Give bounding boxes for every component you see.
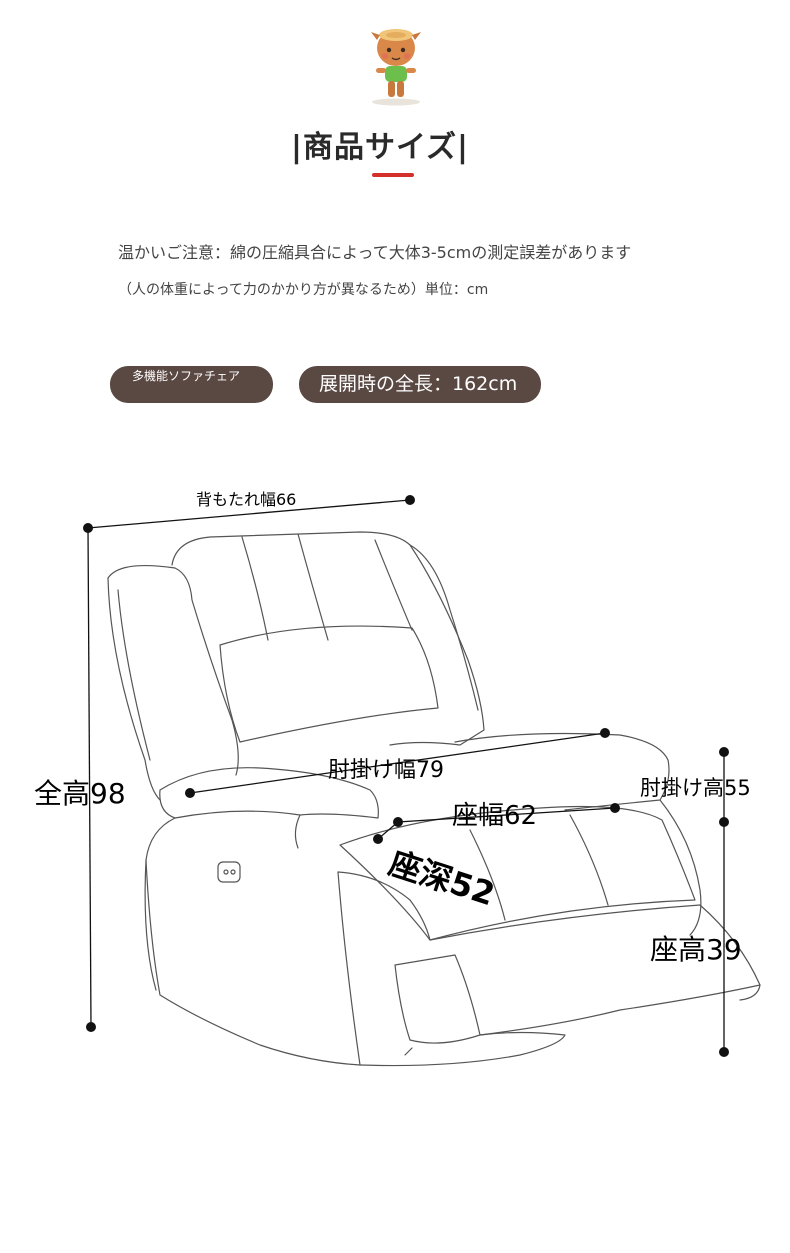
seat-height-label: 座高39: [650, 933, 742, 966]
page-title: |商品サイズ|: [290, 130, 469, 165]
title-underline: [372, 173, 414, 177]
product-type-label: 多機能ソファチェア: [132, 369, 241, 383]
measure-dots: [83, 495, 729, 1057]
extended-length-label: 展開時の全長：162cm: [319, 373, 518, 395]
product-type-tag: 多機能ソファチェア: [110, 366, 273, 403]
title-container: |商品サイズ|: [0, 122, 760, 166]
measurement-subnote: （人の体重によって力のかかり方が異なるため）単位：cm: [118, 282, 489, 298]
tree-stump-mascot-icon: [371, 29, 421, 106]
total-height-label: 全高98: [34, 777, 126, 810]
measurement-notice: 温かいご注意：綿の圧縮具合によって大体3-5cmの測定誤差があります: [118, 243, 632, 262]
armrest-height-label: 肘掛け高55: [640, 776, 751, 800]
extended-length-tag: 展開時の全長：162cm: [299, 366, 541, 403]
armrest-width-label: 肘掛け幅79: [328, 758, 444, 783]
seat-width-label: 座幅62: [452, 801, 538, 831]
measure-lines: [87, 499, 725, 1052]
chair-outline: [107, 531, 761, 1067]
backrest-width-label: 背もたれ幅66: [196, 490, 297, 509]
